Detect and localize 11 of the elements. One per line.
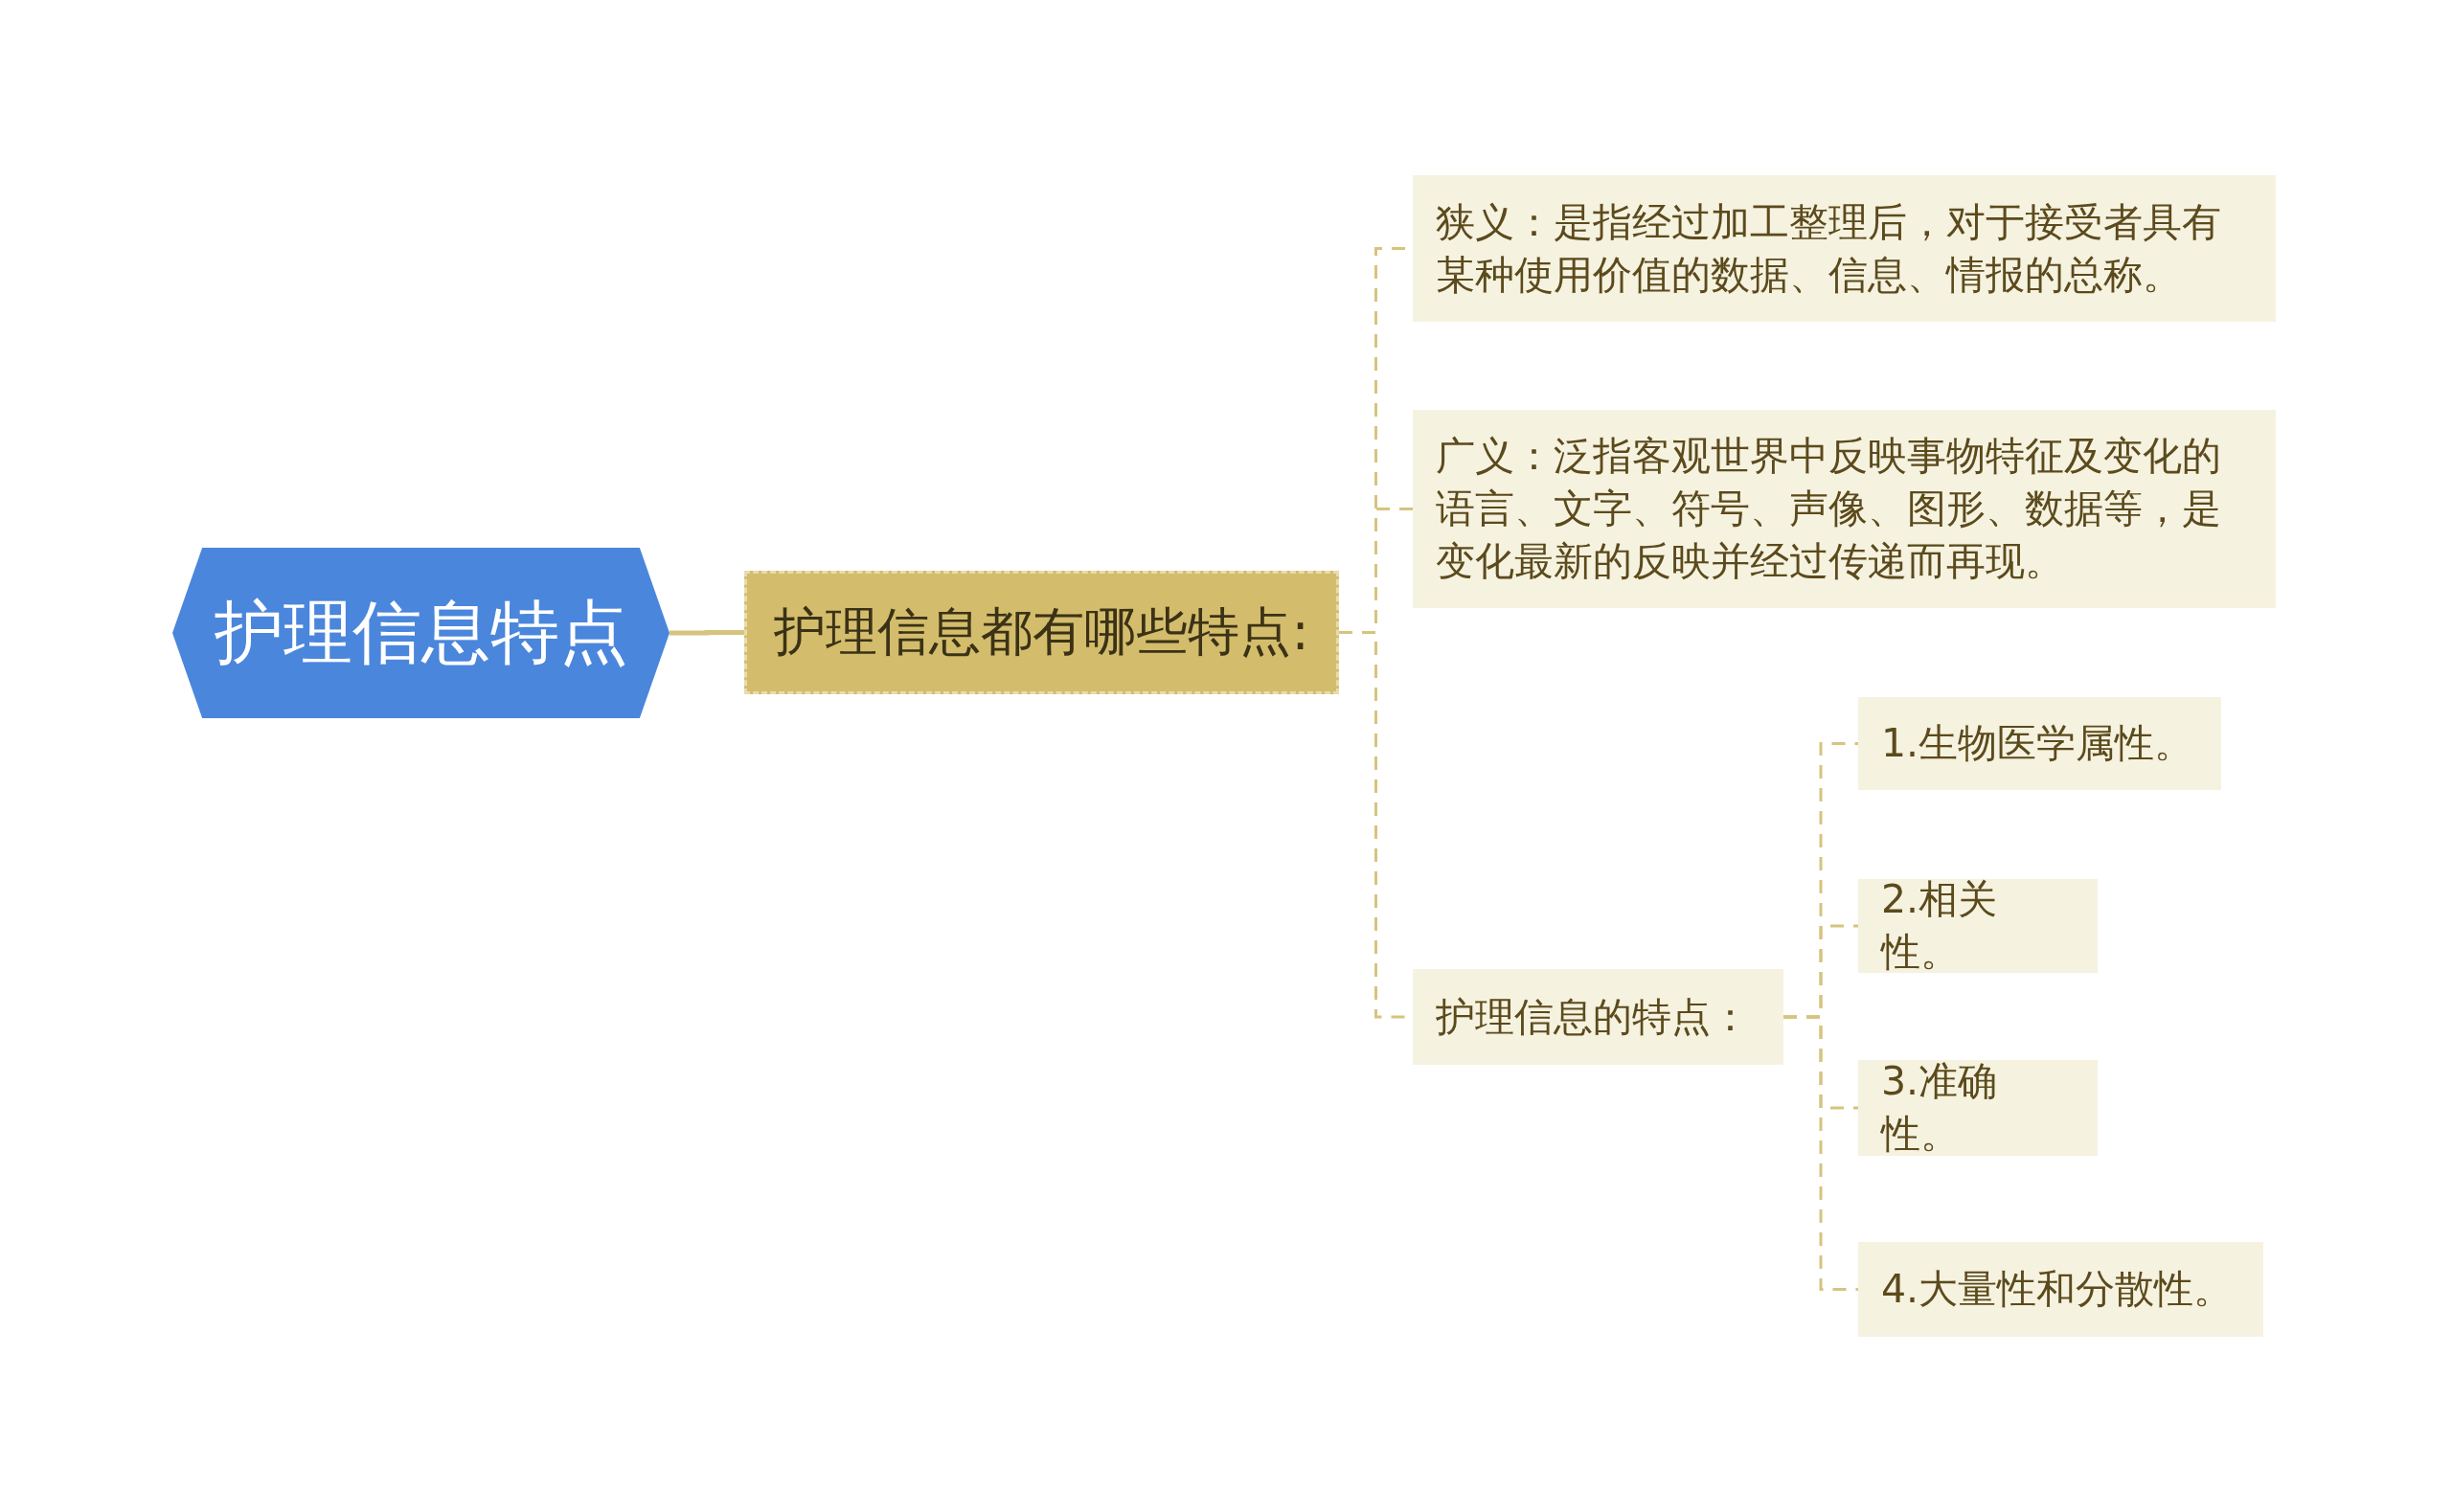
note-box: 广义：泛指客观世界中反映事物特征及变化的语言、文字、符号、声像、图形、数据等，是变化最新的反映并经过传递而再现。 bbox=[1413, 410, 2276, 608]
connector bbox=[670, 630, 744, 636]
note-box: 狭义：是指经过加工整理后，对于接受者具有某种使用价值的数据、信息、情报的总称。 bbox=[1413, 175, 2276, 322]
root-hexagon: 护理信息特点 bbox=[172, 548, 670, 718]
subtopic-box: 护理信息都有哪些特点: bbox=[744, 571, 1339, 694]
connector bbox=[1783, 1015, 1858, 1291]
topic-box: 护理信息的特点： bbox=[1413, 969, 1783, 1065]
item-box: 2.相关性。 bbox=[1858, 879, 2098, 973]
item-box: 3.准确性。 bbox=[1858, 1060, 2098, 1156]
item-box: 1.生物医学属性。 bbox=[1858, 697, 2221, 790]
item-box: 4.大量性和分散性。 bbox=[1858, 1242, 2263, 1337]
